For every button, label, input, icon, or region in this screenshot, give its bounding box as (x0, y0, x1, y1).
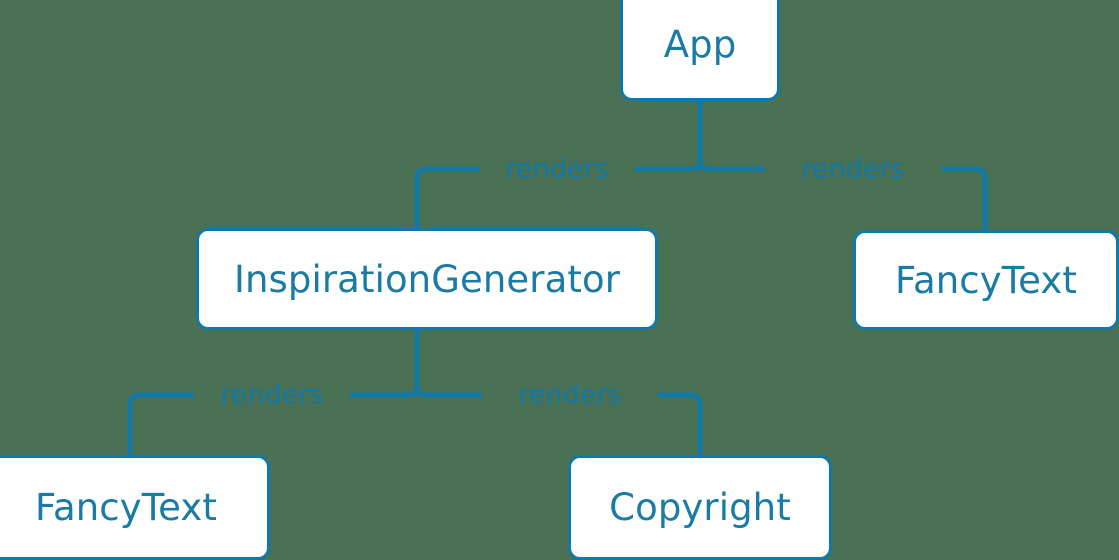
node-fancytext-left[interactable]: FancyText (0, 455, 270, 560)
node-inspiration-generator[interactable]: InspirationGenerator (196, 228, 658, 330)
node-fancytext-right-label: FancyText (895, 258, 1077, 302)
edge-label-inspirationgenerator-to-copyright: renders (518, 379, 622, 411)
edge-app-to-fancytext-right (697, 159, 988, 233)
edge-label-app-to-inspirationgenerator: renders (505, 153, 609, 185)
node-copyright-label: Copyright (609, 486, 791, 529)
node-fancytext-right[interactable]: FancyText (853, 230, 1119, 330)
edge-inspirationgenerator-to-copyright (414, 385, 703, 458)
node-inspiration-generator-label: InspirationGenerator (233, 257, 621, 301)
node-copyright[interactable]: Copyright (568, 455, 832, 560)
edge-label-app-to-fancytext-right: renders (801, 153, 905, 185)
node-app-label: App (663, 23, 737, 66)
node-app[interactable]: App (620, 0, 780, 101)
edge-label-inspirationgenerator-to-fancytext-left: renders (220, 379, 324, 411)
node-fancytext-left-label: FancyText (35, 486, 217, 529)
